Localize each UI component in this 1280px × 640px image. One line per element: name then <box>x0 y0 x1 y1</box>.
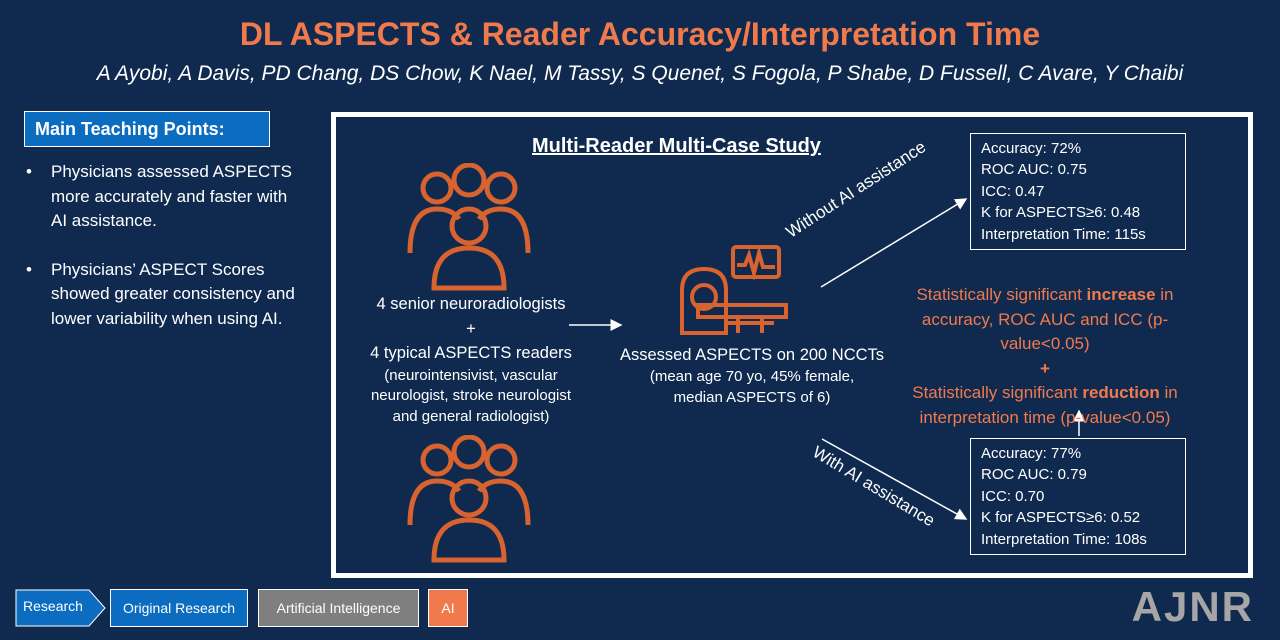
with-ai-roc-auc: ROC AUC: 0.79 <box>981 466 1087 484</box>
study-panel-inner: Multi-Reader Multi-Case Study <box>336 117 1248 573</box>
flow-arrows <box>569 198 1085 520</box>
tag-artificial-intelligence[interactable]: Artificial Intelligence <box>258 589 419 627</box>
without-ai-roc-auc: ROC AUC: 0.75 <box>981 161 1087 179</box>
arrow-without-ai <box>820 198 968 288</box>
arrow-with-ai <box>821 438 968 520</box>
readers-description: 4 senior neuroradiologists + 4 typical A… <box>346 292 596 427</box>
teaching-points-label: Main Teaching Points: <box>24 111 270 147</box>
study-title: Multi-Reader Multi-Case Study <box>532 135 821 157</box>
with-ai-accuracy: Accuracy: 77% <box>981 445 1082 462</box>
significance-line3: Statistically significant reduction in <box>912 383 1178 402</box>
with-ai-icc: ICC: 0.70 <box>981 487 1045 505</box>
without-ai-icc: ICC: 0.47 <box>981 182 1045 200</box>
teaching-points-list: Physicians assessed ASPECTS more accurat… <box>24 160 299 355</box>
readers-detail-1: (neurointensivist, vascular <box>384 366 558 384</box>
study-panel: Multi-Reader Multi-Case Study <box>331 112 1253 578</box>
assessed-line3: median ASPECTS of 6) <box>673 388 831 406</box>
without-ai-time: Interpretation Time: 115s <box>981 225 1146 243</box>
with-ai-time: Interpretation Time: 108s <box>981 530 1147 548</box>
page-title: DL ASPECTS & Reader Accuracy/Interpretat… <box>239 16 1041 52</box>
with-ai-results: Accuracy: 77% ROC AUC: 0.79 ICC: 0.70 K … <box>970 438 1186 556</box>
teaching-point: Physicians’ ASPECT Scores showed greater… <box>24 258 299 332</box>
significance-line2: accuracy, ROC AUC and ICC (p-value<0.05) <box>921 309 1169 354</box>
journal-logo: AJNR <box>1131 583 1254 630</box>
significance-summary: Statistically significant increase in ac… <box>892 283 1198 430</box>
without-ai-results: Accuracy: 72% ROC AUC: 0.75 ICC: 0.47 K … <box>970 133 1186 251</box>
without-ai-accuracy: Accuracy: 72% <box>981 140 1082 157</box>
readers-detail-2: neurologist, stroke neurologist <box>370 387 572 404</box>
reader-group-icon-top <box>407 163 531 291</box>
teaching-point: Physicians assessed ASPECTS more accurat… <box>24 160 299 234</box>
tag-original-research[interactable]: Original Research <box>110 589 248 627</box>
readers-detail-3: and general radiologist) <box>392 407 550 425</box>
without-ai-kappa: K for ASPECTS≥6: 0.48 <box>981 204 1141 222</box>
readers-line1: 4 senior neuroradiologists <box>376 295 566 313</box>
tag-research[interactable]: Research <box>23 598 83 614</box>
significance-line1: Statistically significant increase in <box>916 285 1174 304</box>
readers-line2: 4 typical ASPECTS readers <box>370 344 572 362</box>
significance-plus: + <box>1040 358 1050 378</box>
readers-plus: + <box>466 319 476 338</box>
assessed-description: Assessed ASPECTS on 200 NCCTs (mean age … <box>614 343 890 408</box>
author-list: A Ayobi, A Davis, PD Chang, DS Chow, K N… <box>96 62 1184 85</box>
ct-scanner-icon <box>680 245 788 335</box>
significance-line4: interpretation time (p-value<0.05) <box>919 407 1171 427</box>
assessed-line2: (mean age 70 yo, 45% female, <box>649 368 855 385</box>
research-tag-arrow <box>15 589 106 627</box>
reader-group-icon-bottom <box>407 435 531 563</box>
tag-ai[interactable]: AI <box>428 589 468 627</box>
assessed-line1: Assessed ASPECTS on 200 NCCTs <box>619 346 885 364</box>
with-ai-kappa: K for ASPECTS≥6: 0.52 <box>981 509 1141 527</box>
